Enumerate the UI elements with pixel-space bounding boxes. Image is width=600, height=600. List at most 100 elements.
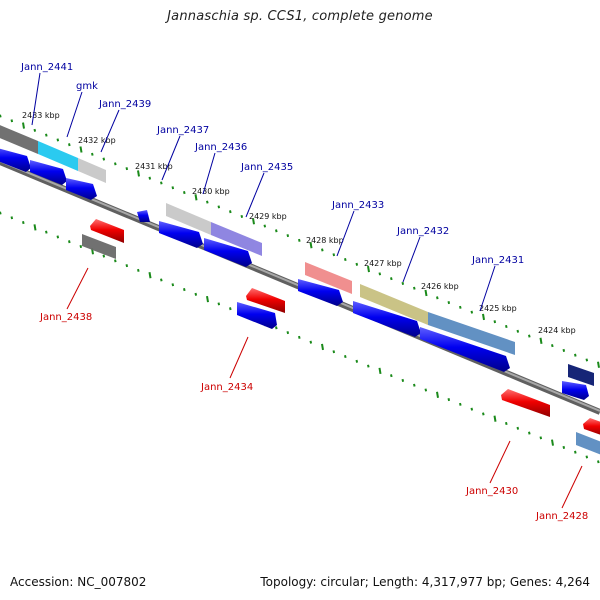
minor-tick — [401, 281, 405, 285]
reverse-arrow — [583, 418, 600, 435]
minor-tick — [562, 445, 566, 449]
minor-tick — [22, 221, 25, 225]
minor-tick — [505, 421, 508, 426]
minor-tick — [240, 214, 244, 218]
major-tick — [367, 265, 370, 273]
minor-tick — [539, 436, 543, 440]
major-tick — [22, 122, 25, 129]
minor-tick — [286, 234, 290, 238]
forward-arrow — [420, 327, 510, 372]
major-tick — [424, 289, 428, 297]
gene-label-gmk: gmk — [76, 81, 98, 92]
minor-tick — [275, 326, 278, 330]
forward-arrow — [30, 160, 67, 185]
minor-tick — [171, 186, 175, 190]
gene-label-jann-2438: Jann_2438 — [39, 312, 92, 323]
gene-label-jann-2431: Jann_2431 — [471, 255, 524, 266]
minor-tick — [378, 272, 382, 276]
minor-tick — [125, 264, 129, 268]
minor-tick — [528, 334, 531, 338]
major-tick — [252, 218, 255, 225]
minor-tick — [45, 133, 48, 137]
gene-label-jann-2434: Jann_2434 — [200, 382, 253, 393]
minor-tick — [137, 268, 140, 272]
gene-label-jann-2433: Jann_2433 — [331, 200, 384, 211]
minor-tick — [309, 340, 313, 344]
minor-tick — [183, 288, 186, 292]
feature-bar-steel-blue — [428, 312, 515, 355]
minor-tick — [344, 354, 347, 359]
minor-tick — [79, 244, 83, 249]
minor-tick — [229, 307, 232, 311]
minor-tick — [597, 460, 600, 464]
forward-gene-labels: Jann_2441 gmk Jann_2439 Jann_2437 Jann_2… — [20, 62, 524, 266]
feature-bar-cyan — [38, 141, 78, 171]
minor-tick — [413, 383, 416, 387]
minor-tick — [10, 216, 14, 220]
ruler-label-2430: 2430 kbp — [192, 187, 230, 196]
forward-arrow — [66, 178, 97, 200]
feature-bar-pink — [305, 262, 352, 294]
minor-tick — [286, 331, 290, 335]
forward-arrow — [159, 221, 203, 248]
minor-tick — [551, 344, 554, 348]
topology-text: Topology: circular; Length: 4,317,977 bp… — [260, 575, 590, 589]
major-tick — [309, 242, 313, 249]
reverse-arrow — [501, 389, 550, 417]
minor-tick — [0, 211, 2, 215]
minor-tick — [217, 205, 221, 209]
minor-tick — [516, 426, 520, 430]
ruler-label-2427: 2427 kbp — [364, 259, 402, 268]
major-tick — [493, 415, 497, 422]
minor-tick — [367, 364, 370, 368]
feature-bar-dark-gray — [0, 125, 38, 154]
gene-label-jann-2428: Jann_2428 — [535, 511, 588, 522]
minor-tick — [194, 292, 198, 296]
gene-label-jann-2436: Jann_2436 — [194, 142, 247, 153]
minor-tick — [447, 398, 451, 402]
minor-tick — [574, 450, 577, 454]
feature-bar-steel-blue-reverse — [576, 432, 600, 455]
minor-tick — [516, 329, 520, 333]
minor-tick — [459, 305, 462, 309]
ruler-label-2426: 2426 kbp — [421, 282, 459, 291]
forward-arrow — [0, 148, 31, 172]
reverse-ruler-ticks — [0, 211, 600, 464]
minor-tick — [482, 412, 485, 416]
major-tick — [482, 313, 485, 321]
gene-label-jann-2441: Jann_2441 — [20, 62, 73, 73]
reverse-arrow — [246, 288, 285, 313]
minor-tick — [10, 119, 14, 123]
minor-tick — [528, 431, 531, 435]
minor-tick — [114, 259, 117, 263]
minor-tick — [183, 191, 186, 195]
minor-tick — [585, 455, 589, 459]
minor-tick — [125, 167, 129, 171]
minor-tick — [91, 152, 94, 156]
ruler-label-2428: 2428 kbp — [306, 236, 344, 245]
forward-arrow — [353, 301, 421, 337]
forward-arrow — [298, 279, 343, 306]
major-tick — [33, 224, 37, 231]
accession-text: Accession: NC_007802 — [10, 575, 147, 589]
minor-tick — [102, 157, 106, 161]
ruler-label-2433: 2433 kbp — [22, 111, 60, 120]
minor-tick — [102, 254, 106, 258]
reverse-gene-labels: Jann_2438 Jann_2434 Jann_2430 Jann_2428 — [39, 312, 588, 522]
minor-tick — [160, 278, 163, 282]
minor-tick — [424, 388, 428, 392]
minor-tick — [33, 128, 37, 132]
minor-tick — [321, 248, 324, 252]
minor-tick — [206, 200, 209, 204]
major-tick — [551, 439, 554, 446]
forward-arrow — [137, 210, 150, 222]
ruler-label-2424: 2424 kbp — [538, 326, 576, 335]
major-tick — [206, 295, 209, 303]
minor-tick — [263, 224, 267, 228]
major-tick — [597, 361, 600, 368]
minor-tick — [401, 378, 405, 382]
minor-tick — [390, 277, 393, 281]
forward-ruler-ticks — [0, 114, 600, 368]
minor-tick — [114, 162, 117, 166]
major-tick — [137, 170, 140, 177]
